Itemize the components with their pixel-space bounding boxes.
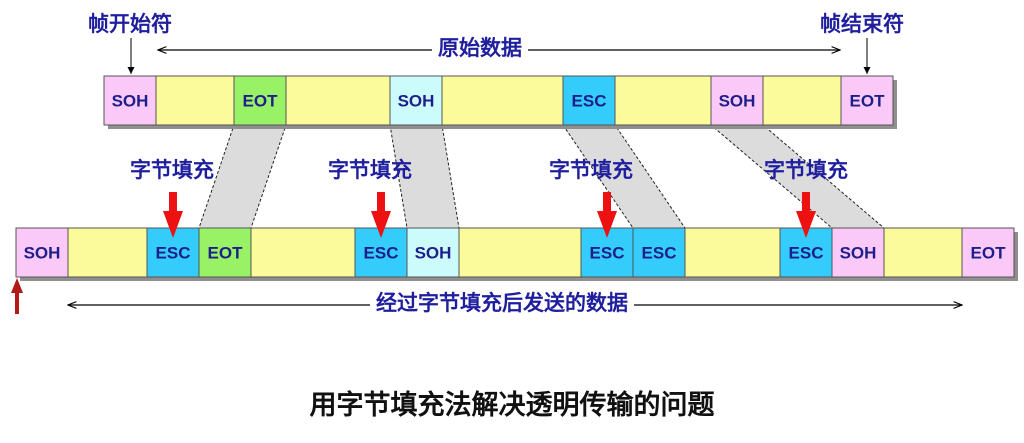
byte-stuffing-label-1: 字节填充 xyxy=(130,158,214,182)
original-cell-data xyxy=(285,75,391,126)
stuffed-cell-label: ESC xyxy=(789,244,824,263)
stuffed-cell-data xyxy=(458,227,582,278)
stuffing-arrow-4 xyxy=(796,192,816,238)
frame-start-arrow xyxy=(11,278,23,314)
original-cell-data xyxy=(155,75,235,126)
stuffing-arrow-2 xyxy=(371,192,391,238)
stuffed-cell-data xyxy=(883,227,963,278)
stuffed-cell-label: SOH xyxy=(840,244,877,263)
frame-start-label: 帧开始符 xyxy=(88,12,172,36)
original-data-label: 原始数据 xyxy=(432,38,528,59)
stuffed-frame: SOH ESC EOT ESC SOH ESC ESC ESC SOH EOT xyxy=(15,227,1018,281)
stuffed-cell-soh: SOH xyxy=(15,227,69,278)
stuffed-cell-label: EOT xyxy=(208,244,244,263)
stuffed-cell-soh: SOH xyxy=(406,227,460,278)
stuffed-cell-label: ESC xyxy=(642,244,677,263)
original-cell-soh: SOH xyxy=(103,75,157,126)
diagram-caption: 用字节填充法解决透明传输的问题 xyxy=(309,390,715,421)
original-cell-label: EOT xyxy=(243,92,279,111)
byte-stuffing-label-4: 字节填充 xyxy=(764,158,848,182)
stuffing-arrow-1 xyxy=(163,192,183,238)
stuffed-cell-eot: EOT xyxy=(961,227,1015,278)
stuffed-cell-label: EOT xyxy=(971,244,1007,263)
original-cell-eot: EOT xyxy=(233,75,287,126)
stuffed-cell-label: SOH xyxy=(415,244,452,263)
original-cell-soh: SOH xyxy=(389,75,443,126)
original-cell-label: SOH xyxy=(112,92,149,111)
stuffed-data-label: 经过字节填充后发送的数据 xyxy=(370,293,634,314)
stuffed-cell-soh: SOH xyxy=(831,227,885,278)
original-cell-label: SOH xyxy=(719,92,756,111)
stuffed-cell-label: ESC xyxy=(364,244,399,263)
original-cell-eot: EOT xyxy=(840,75,894,126)
original-cell-label: ESC xyxy=(572,92,607,111)
original-cell-label: EOT xyxy=(850,92,886,111)
original-frame: SOH EOT SOH ESC SOH EOT xyxy=(103,75,897,129)
original-cell-data xyxy=(441,75,564,126)
stuffed-cell-label: ESC xyxy=(156,244,191,263)
stuffed-cell-data xyxy=(250,227,356,278)
byte-stuffing-label-3: 字节填充 xyxy=(549,158,633,182)
stuffed-cell-eot: EOT xyxy=(198,227,252,278)
stuffed-cell-label: ESC xyxy=(590,244,625,263)
mapping-bands xyxy=(198,124,886,229)
stuffed-cell-esc: ESC xyxy=(632,227,686,278)
stuffed-cell-label: SOH xyxy=(24,244,61,263)
stuffed-cell-data xyxy=(67,227,148,278)
stuffing-arrows xyxy=(163,192,816,238)
stuffing-arrow-3 xyxy=(597,192,617,238)
original-cell-soh: SOH xyxy=(710,75,764,126)
original-cell-esc: ESC xyxy=(562,75,616,126)
original-cell-data xyxy=(762,75,842,126)
frame-end-label: 帧结束符 xyxy=(820,12,904,36)
original-cell-label: SOH xyxy=(398,92,435,111)
byte-stuffing-label-2: 字节填充 xyxy=(328,158,412,182)
stuffed-cell-esc: ESC xyxy=(354,227,408,278)
stuffed-cell-data xyxy=(684,227,781,278)
original-cell-data xyxy=(614,75,712,126)
